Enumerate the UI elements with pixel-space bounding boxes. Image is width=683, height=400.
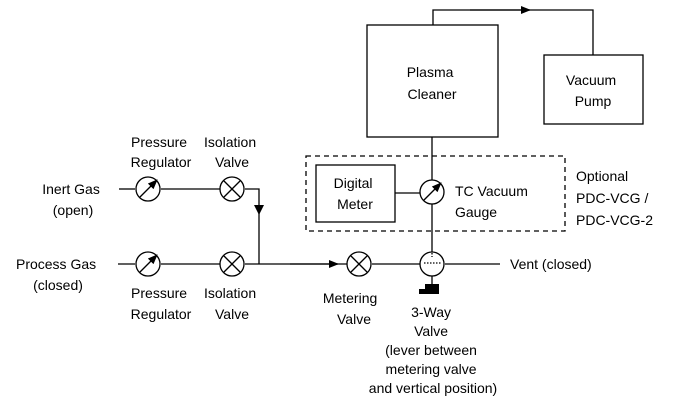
metering-valve-label: Metering Valve (323, 290, 381, 327)
pressure-regulator-bottom-label: Pressure Regulator (131, 285, 192, 322)
plasma-cleaner-box (366, 24, 499, 138)
optional-label: Optional PDC-VCG / PDC-VCG-2 (576, 168, 653, 228)
pressure-regulator-bottom-icon (135, 251, 161, 277)
vent-label: Vent (closed) (510, 256, 592, 272)
inert-gas-label: Inert Gas (open) (42, 181, 103, 218)
pressure-regulator-top-label: Pressure Regulator (131, 134, 192, 170)
plasma-cleaner-label: Plasma Cleaner (407, 64, 458, 102)
three-way-valve-label: 3-Way Valve (lever between metering valv… (369, 304, 497, 396)
pressure-regulator-top-icon (135, 176, 161, 202)
optional-gauge-region (305, 155, 566, 232)
isolation-valve-top-icon (219, 176, 245, 202)
flow-arrowhead-down (254, 205, 264, 215)
isolation-valve-bottom-label: Isolation Valve (204, 285, 260, 322)
isolation-valve-bottom-icon (219, 251, 245, 277)
three-way-valve-icon (419, 251, 445, 284)
digital-meter-label: Digital Meter (334, 175, 377, 212)
digital-meter-box (315, 164, 396, 223)
tc-vacuum-gauge-icon (419, 179, 445, 205)
process-gas-label: Process Gas (closed) (16, 256, 100, 293)
tc-vacuum-gauge-label: TC Vacuum Gauge (455, 183, 532, 220)
valve-lever-icon (419, 284, 439, 294)
metering-valve-icon (346, 251, 372, 277)
piping (118, 6, 594, 268)
vacuum-pump-box (543, 54, 644, 125)
vacuum-pump-label: Vacuum Pump (566, 72, 620, 109)
isolation-valve-top-label: Isolation Valve (204, 134, 260, 170)
